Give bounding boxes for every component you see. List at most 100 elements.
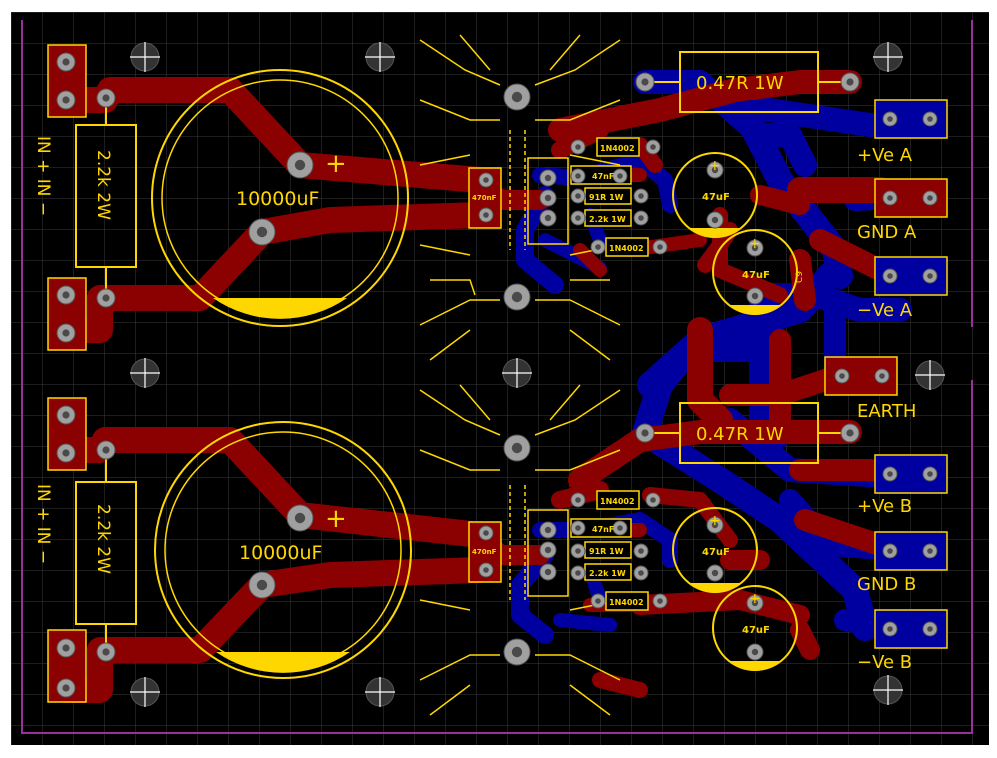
pad-hole [544,526,552,534]
pad-hole [575,215,581,221]
pad-hole [839,373,845,379]
pad-hole [62,449,70,457]
main-cap-b-plus: + [325,504,347,534]
diode-a-bottom [605,237,649,257]
connector-neg-a-label: −Ve A [857,300,913,321]
pad-hole [927,548,933,554]
pad-hole [294,159,306,171]
pad-hole [575,548,581,554]
pad-hole [711,216,719,224]
main-cap-a-plus: + [325,149,347,179]
pad-hole [657,244,663,250]
pad-hole [544,194,552,202]
pad-hole [511,91,523,103]
pad-hole [927,273,933,279]
connector-neg-b-label: −Ve B [857,652,912,673]
diode-b-bottom-label: 1N4002 [609,598,644,607]
pad-hole [256,579,268,591]
cap-47n-a-label: 47nF [592,172,614,181]
res-91r-b-label: 91R 1W [589,547,624,556]
pad-hole [595,244,601,250]
pad-hole [294,512,306,524]
main-cap-b-outline [154,421,412,679]
board-outline [21,20,973,734]
connector-gnd-b-label: GND B [857,574,916,595]
pad-hole [483,212,489,218]
cap-ref-c9: C9 [795,271,805,283]
elec-cap-b-2-plus: + [749,591,761,607]
diode-a-top-label: 1N4002 [600,144,635,153]
pad-hole [102,648,110,656]
pad-hole [511,646,523,658]
pad-hole [650,144,656,150]
regulator-b [527,509,569,597]
diode-b-top [596,490,640,510]
pad-hole [887,116,893,122]
pad-hole [638,193,644,199]
pad-hole [617,525,623,531]
pad-hole [638,215,644,221]
pad-hole [887,471,893,477]
pad-hole [62,96,70,104]
reg-input-cap-b-label: 470nF [472,548,497,556]
pad-hole [638,570,644,576]
pad-hole [575,570,581,576]
pad-hole [511,442,523,454]
pad-hole [887,548,893,554]
input-label-b: IN + IN − [33,484,53,564]
bleeder-resistor-b-label: 2.2k 2W [93,504,113,574]
pad-hole [62,329,70,337]
pads [56,52,938,698]
pad-hole [751,599,759,607]
main-cap-a-label: 10000uF [236,188,319,210]
pad-hole [595,598,601,604]
elec-cap-a-2-label: 47uF [742,270,770,281]
pad-hole [256,226,268,238]
connector-pos-a-label: +Ve A [857,145,913,166]
pad-hole [846,78,854,86]
pad-hole [617,173,623,179]
pad-hole [887,195,893,201]
output-resistor-b-label: 0.47R 1W [696,424,784,445]
pad-hole [711,521,719,529]
regulator-a [527,157,569,245]
elec-cap-a-1-plus: + [709,158,721,174]
main-cap-a-outline [151,69,409,327]
pad-hole [879,373,885,379]
pad-hole [751,292,759,300]
pad-hole [887,626,893,632]
pad-hole [544,568,552,576]
pad-hole [62,411,70,419]
pad-hole [511,291,523,303]
pad-hole [544,174,552,182]
pad-hole [650,497,656,503]
pad-hole [638,548,644,554]
input-label-a: IN + IN − [33,136,53,216]
pad-hole [927,195,933,201]
elec-cap-a-1-label: 47uF [702,192,730,203]
diode-a-bottom-label: 1N4002 [609,244,644,253]
pad-hole [927,626,933,632]
pad-hole [544,546,552,554]
pad-hole [62,684,70,692]
res-2k2-b-label: 2.2k 1W [589,569,626,578]
pad-hole [575,193,581,199]
pad-hole [102,446,110,454]
main-cap-b-label: 10000uF [239,542,322,564]
connector-pos-b-label: +Ve B [857,496,912,517]
pad-hole [544,214,552,222]
diode-a-top [596,137,640,157]
pad-hole [483,177,489,183]
cap-47n-b-label: 47nF [592,525,614,534]
pad-hole [483,530,489,536]
diode-b-top-label: 1N4002 [600,497,635,506]
mounting-hole-crosshairs [130,42,945,707]
pad-hole [751,244,759,252]
bleeder-resistor-a-label: 2.2k 2W [93,150,113,220]
pad-hole [711,569,719,577]
pad-hole [62,58,70,66]
res-91r-a-label: 91R 1W [589,193,624,202]
pad-hole [62,291,70,299]
pad-hole [62,644,70,652]
pad-hole [575,525,581,531]
